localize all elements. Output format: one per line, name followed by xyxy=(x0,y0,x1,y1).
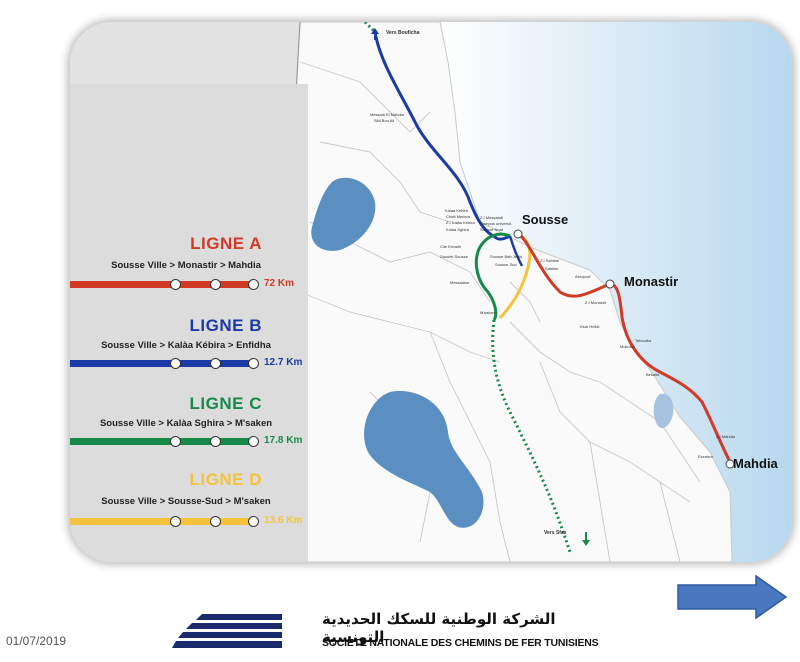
city-monastir: Monastir xyxy=(624,274,679,289)
station-label: Z.I Kalâa Kebira xyxy=(446,220,475,225)
line-b-stop xyxy=(210,357,221,369)
station-label: Kalaa Sghira xyxy=(446,227,469,232)
station-label: Chott Meriem xyxy=(446,214,471,219)
south-arrow-icon xyxy=(582,532,590,546)
line-d-route: Sousse Ville > Sousse-Sud > M'saken xyxy=(101,496,271,507)
station-label: Z.I Messaadi xyxy=(480,215,503,220)
line-c-stop xyxy=(170,435,181,447)
line-b-title: LIGNE B xyxy=(189,316,262,335)
station-label: Ezzahra xyxy=(698,454,713,459)
line-a-stop xyxy=(210,278,221,290)
station-label: Teboulba xyxy=(635,338,652,343)
direction-south-label: Vers Sfax xyxy=(544,530,567,536)
station-label: Zaouiet Sousse xyxy=(440,254,468,259)
city-mahdia: Mahdia xyxy=(733,456,778,471)
line-d-stop xyxy=(170,515,181,527)
station-label: Z.I Mahdia xyxy=(716,434,735,439)
station-label: Ksar Hellal xyxy=(580,324,600,329)
station-label: Sousse Nord xyxy=(480,227,504,232)
line-a-stop xyxy=(248,278,259,290)
line-d-title: LIGNE D xyxy=(189,470,262,489)
line-c-track xyxy=(474,232,511,321)
station-markers xyxy=(513,229,735,469)
company-name-french: SOCIETE NATIONALE DES CHEMINS DE FER TUN… xyxy=(322,637,599,649)
line-c-bar xyxy=(70,435,259,447)
station-label: Z.I Sahline xyxy=(540,258,560,263)
direction-north-label: Vers Bouficha xyxy=(386,30,420,36)
line-d-stop xyxy=(248,515,259,527)
station-label: Aeroport xyxy=(575,274,591,279)
station-label: Sahline xyxy=(545,266,559,271)
legend-panel: LIGNE A Sousse Ville > Monastir > Mahdia… xyxy=(70,84,308,562)
line-c-km: 17.8 Km xyxy=(264,435,303,446)
station-label: Messadi El Mahdia xyxy=(370,112,404,117)
station-label: Messadine xyxy=(450,280,470,285)
map-frame: Sousse Monastir Mahdia Vers Bouficha Ver… xyxy=(70,22,792,562)
station-label: Bekalta xyxy=(646,372,660,377)
sea xyxy=(440,22,792,562)
line-a-route: Sousse Ville > Monastir > Mahdia xyxy=(111,260,261,271)
line-b-route: Sousse Ville > Kalàa Kébira > Enfidha xyxy=(101,340,271,351)
line-d-km: 13.6 Km xyxy=(264,515,303,526)
station-label: Sousse Sud xyxy=(495,262,517,267)
line-b-stop xyxy=(248,357,259,369)
line-a-km: 72 Km xyxy=(264,278,295,289)
line-c-route: Sousse Ville > Kalàa Sghira > M'saken xyxy=(99,418,273,429)
line-d-stop xyxy=(210,515,221,527)
line-b-stop xyxy=(170,357,181,369)
north-arrow-icon xyxy=(371,28,379,40)
line-b-track-extended xyxy=(363,22,377,34)
line-c-stop xyxy=(248,435,259,447)
line-a-track-branch xyxy=(508,235,524,267)
line-b-track xyxy=(373,31,511,241)
line-b-km: 12.7 Km xyxy=(264,357,303,368)
line-a-stop xyxy=(170,278,181,290)
station-label: M'saken xyxy=(480,310,495,315)
city-sousse: Sousse xyxy=(522,212,569,227)
lake-north xyxy=(311,177,376,251)
footer-date: 01/07/2019 xyxy=(6,634,67,648)
line-a-track xyxy=(518,233,732,463)
station-label: Cite Erriadh xyxy=(440,244,462,249)
arrow-right-icon xyxy=(677,574,788,620)
line-d-bar xyxy=(70,515,259,527)
line-b-bar xyxy=(70,357,259,369)
station-label: Campus universit. xyxy=(480,221,513,226)
sncft-logo-icon xyxy=(172,614,282,648)
line-a-bar xyxy=(70,278,259,290)
station-label: Moknine xyxy=(620,344,636,349)
lake-mahdia xyxy=(653,393,674,429)
station-label: Kalaa Kebira xyxy=(445,208,468,213)
next-slide-button[interactable] xyxy=(676,574,790,620)
station-label: Sidi Bou Ali xyxy=(374,118,395,123)
station-label: Sousse Bab Jedid xyxy=(490,254,523,259)
station-label: Z.I Monastir xyxy=(585,300,607,305)
line-a-title: LIGNE A xyxy=(190,234,262,253)
line-c-title: LIGNE C xyxy=(189,394,262,413)
lake-south xyxy=(364,391,484,528)
line-c-stop xyxy=(210,435,221,447)
company-name-arabic: الشركة الوطنية للسكك الحديدية التونسية xyxy=(322,610,556,646)
